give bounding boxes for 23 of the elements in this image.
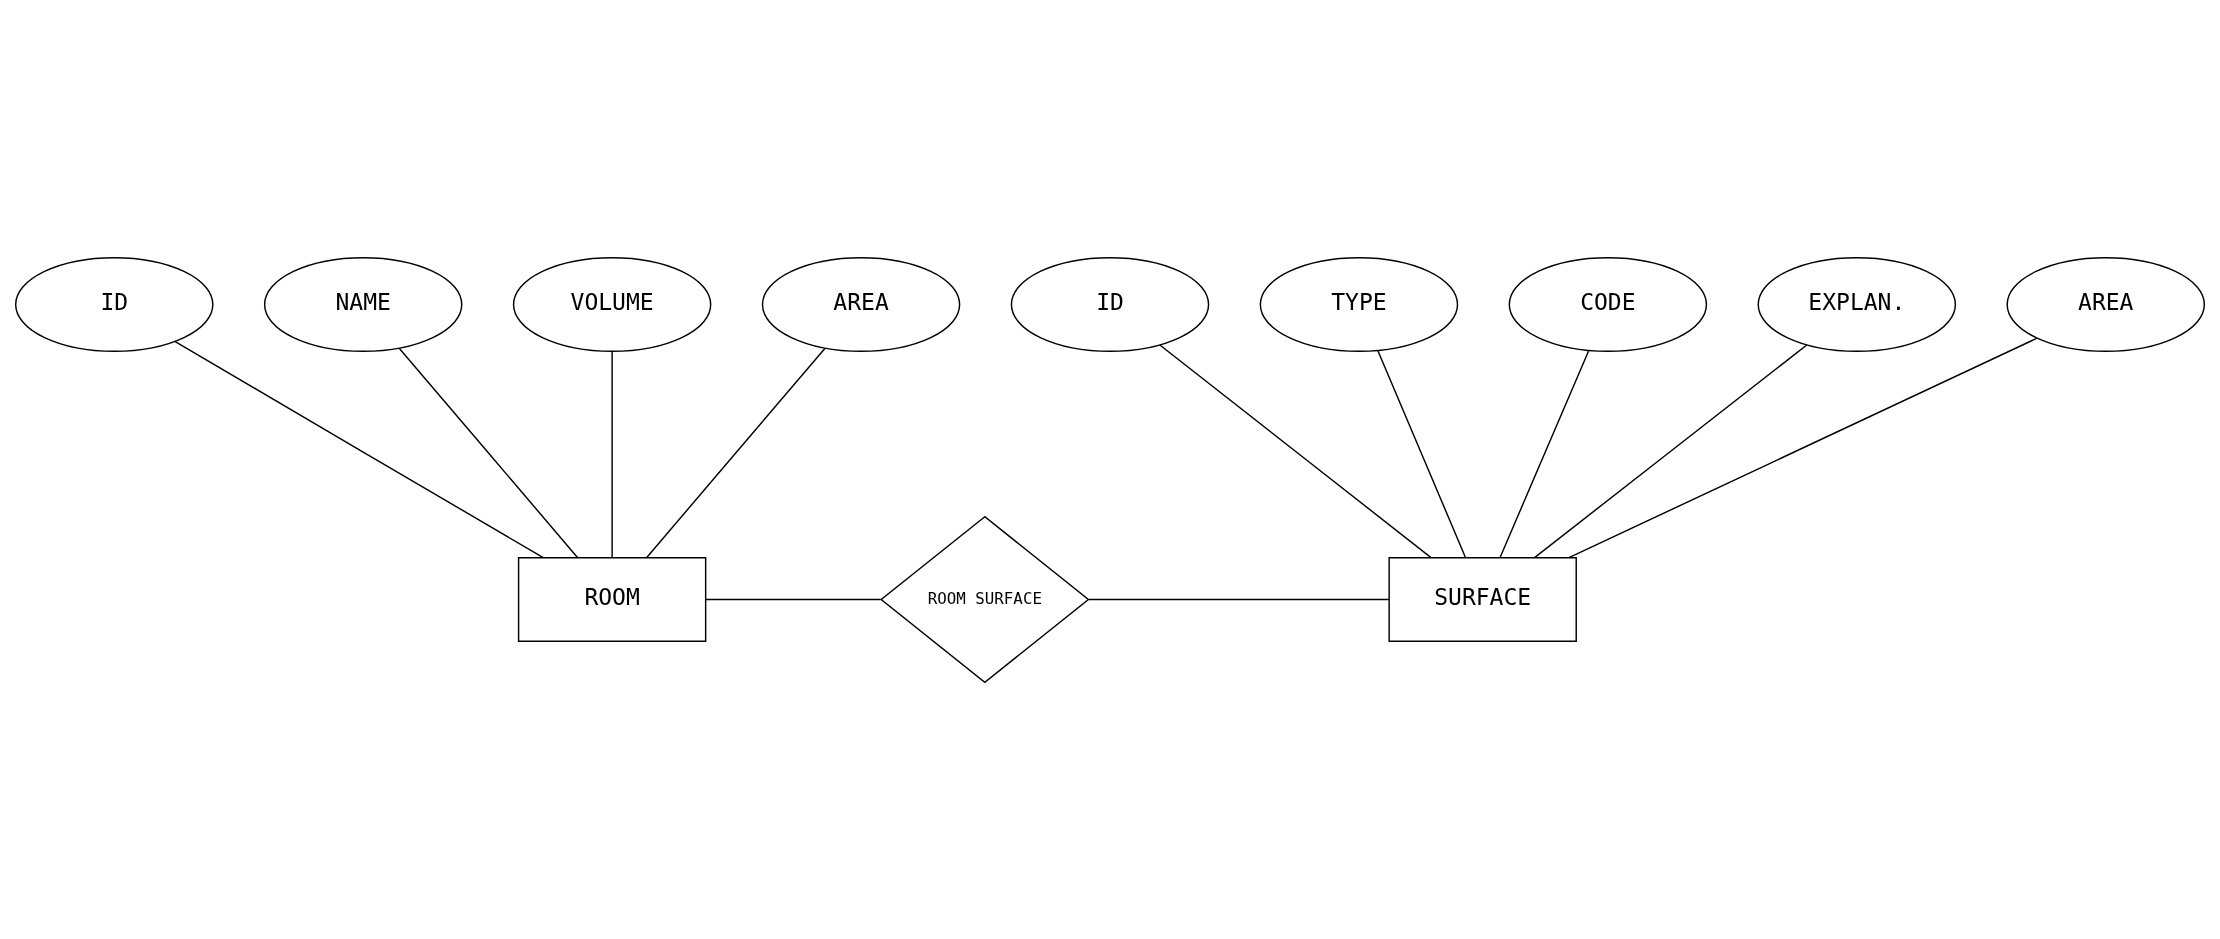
connector (611, 350, 613, 558)
node-ellipse: NAME (263, 256, 463, 352)
connector (398, 347, 579, 558)
connector (704, 598, 882, 600)
node-diamond: ROOM SURFACE (880, 515, 1090, 683)
node-ellipse: ID (14, 256, 214, 352)
connector (1159, 343, 1432, 558)
connector (174, 340, 544, 558)
node-ellipse: AREA (761, 256, 961, 352)
node-ellipse: EXPLAN. (1757, 256, 1957, 352)
node-ellipse: ID (1010, 256, 1210, 352)
connector (1499, 349, 1590, 558)
connector (646, 347, 826, 558)
connector (1534, 343, 1808, 558)
connector (1568, 337, 2038, 558)
node-ellipse: AREA (2006, 256, 2206, 352)
node-box: ROOM (517, 556, 707, 642)
node-ellipse: CODE (1508, 256, 1708, 352)
node-ellipse: VOLUME (512, 256, 712, 352)
connector (1088, 598, 1390, 600)
node-box: SURFACE (1388, 556, 1577, 642)
node-ellipse: TYPE (1259, 256, 1459, 352)
connector (1377, 349, 1467, 558)
